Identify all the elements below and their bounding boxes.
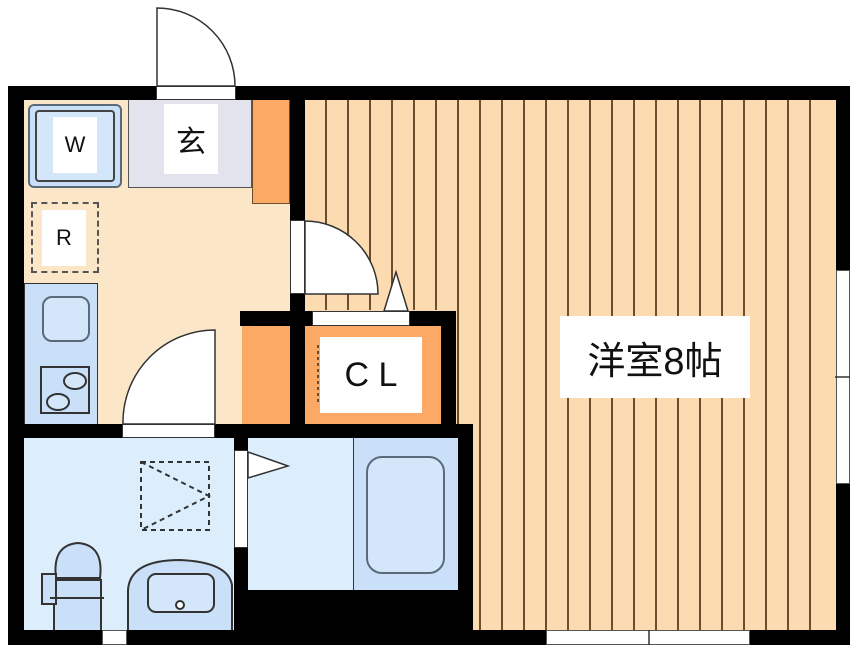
wall-wet-top-right [215, 424, 473, 438]
wall-wet-top-left [8, 424, 122, 438]
wall-top-right [236, 86, 850, 100]
closet-top-wall-left [240, 311, 312, 326]
storage-left [242, 326, 290, 424]
bath-door-sill[interactable] [234, 450, 248, 548]
stove-burners-icon [46, 372, 87, 411]
partition-kitchen-room-lower [290, 294, 305, 426]
wall-bottom-left [8, 630, 102, 645]
bath-door-icon [247, 450, 291, 480]
closet-label: C L [320, 337, 422, 413]
wall-bath-bottom [234, 590, 473, 645]
entrance-label: 玄 [164, 104, 218, 174]
toilet-icon [41, 541, 104, 630]
fridge-space [31, 202, 99, 273]
window-bottom[interactable] [546, 630, 750, 645]
washer-label: W [53, 117, 97, 173]
wall-top-left [8, 86, 156, 100]
entrance-door-icon [156, 7, 236, 87]
bathtub [366, 456, 445, 574]
kitchen-door-icon [122, 329, 216, 425]
fridge-label: R [42, 210, 86, 266]
wall-right-top [836, 86, 850, 270]
closet-right-wall [441, 311, 456, 426]
wall-right-bottom [836, 484, 850, 645]
closet-door-sill[interactable] [312, 311, 410, 326]
wall-bottom-right [750, 630, 850, 645]
partition-kitchen-room-upper [290, 100, 305, 220]
sink-icon [42, 296, 90, 342]
room-door-icon [304, 220, 379, 295]
wall-wet-right [458, 424, 473, 645]
window-toilet[interactable] [102, 630, 127, 645]
wash-basin-icon [127, 558, 233, 630]
closet-door-icon [382, 269, 410, 312]
ventilation-fan-icon [140, 461, 212, 531]
shoe-cabinet [252, 100, 290, 204]
wall-left [8, 86, 24, 645]
western-room-label: 洋室8帖 [560, 316, 750, 398]
